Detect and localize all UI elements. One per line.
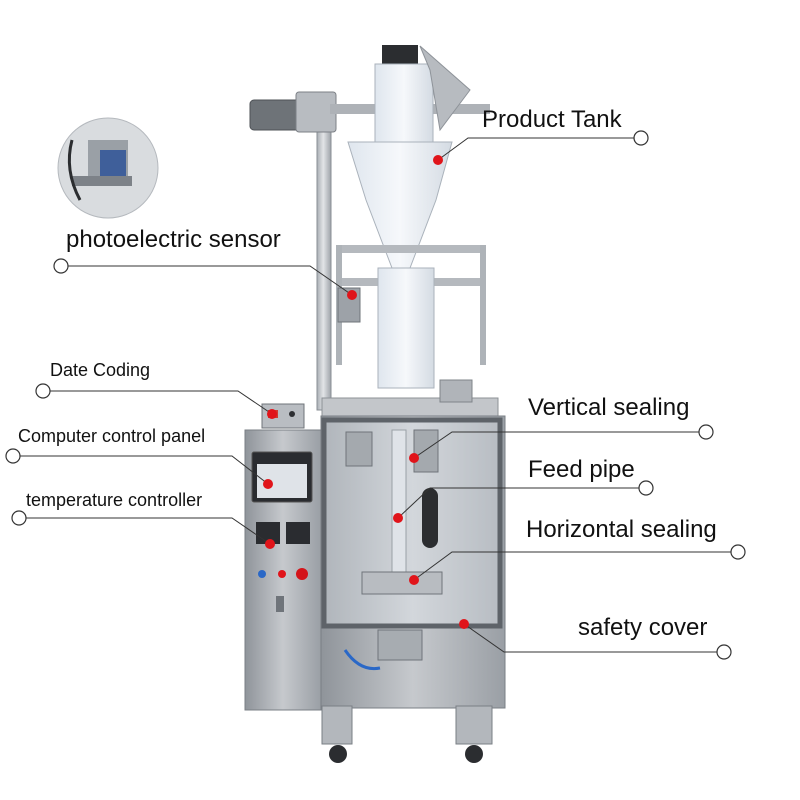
marker-control-panel (263, 479, 273, 489)
horizontal-sealer (361, 571, 443, 595)
leader-horizontal-sealing (413, 551, 732, 581)
mast (316, 129, 332, 411)
tank-funnel-side (419, 45, 471, 132)
feed-pipe (391, 429, 407, 591)
leader-product-tank (437, 137, 634, 161)
endpoint-icon (698, 424, 714, 440)
endpoint-icon (638, 480, 654, 496)
endpoint-icon (35, 383, 51, 399)
leader-lines (20, 137, 732, 653)
label-photoelectric-sensor: photoelectric sensor (66, 226, 281, 253)
label-temperature-controller: temperature controller (26, 490, 203, 510)
motor (249, 99, 301, 131)
leader-vertical-sealing (413, 431, 700, 459)
endpoint-icon (5, 448, 21, 464)
tank-cap (382, 45, 418, 65)
forming-tube (377, 267, 435, 389)
leader-temp-controller (26, 517, 271, 545)
temp-display-2 (286, 522, 310, 544)
packaging-machine (244, 45, 506, 763)
endpoint-icon (730, 544, 746, 560)
endpoint-icon (11, 510, 27, 526)
marker-temp-controller (265, 539, 275, 549)
marker-date-coding (267, 409, 277, 419)
endpoint-icon (633, 130, 649, 146)
leader-date-coding (50, 390, 273, 415)
label-product-tank: Product Tank (482, 106, 622, 133)
tank-cylinder (374, 63, 434, 145)
marker-safety-cover (459, 619, 469, 629)
marker-horizontal-sealing (409, 575, 419, 585)
endpoint-icon (53, 258, 69, 274)
leader-safety-cover (463, 623, 718, 653)
endpoint-icon (716, 644, 732, 660)
leader-feed-pipe (397, 487, 640, 519)
label-horizontal-sealing: Horizontal sealing (526, 516, 717, 543)
label-safety-cover: safety cover (578, 614, 708, 641)
leader-photoelectric (68, 265, 353, 296)
marker-vertical-sealing (409, 453, 419, 463)
label-date-coding: Date Coding (50, 360, 151, 380)
endpoint-circles (5, 130, 746, 660)
marker-dots (263, 155, 469, 629)
date-coding-box (261, 403, 305, 429)
label-feed-pipe: Feed pipe (528, 456, 635, 483)
label-vertical-sealing: Vertical sealing (528, 394, 690, 421)
marker-photoelectric (347, 290, 357, 300)
sensor-inset (57, 117, 159, 219)
label-computer-control-panel: Computer control panel (18, 426, 206, 446)
leader-control-panel (20, 455, 269, 485)
marker-product-tank (433, 155, 443, 165)
marker-feed-pipe (393, 513, 403, 523)
